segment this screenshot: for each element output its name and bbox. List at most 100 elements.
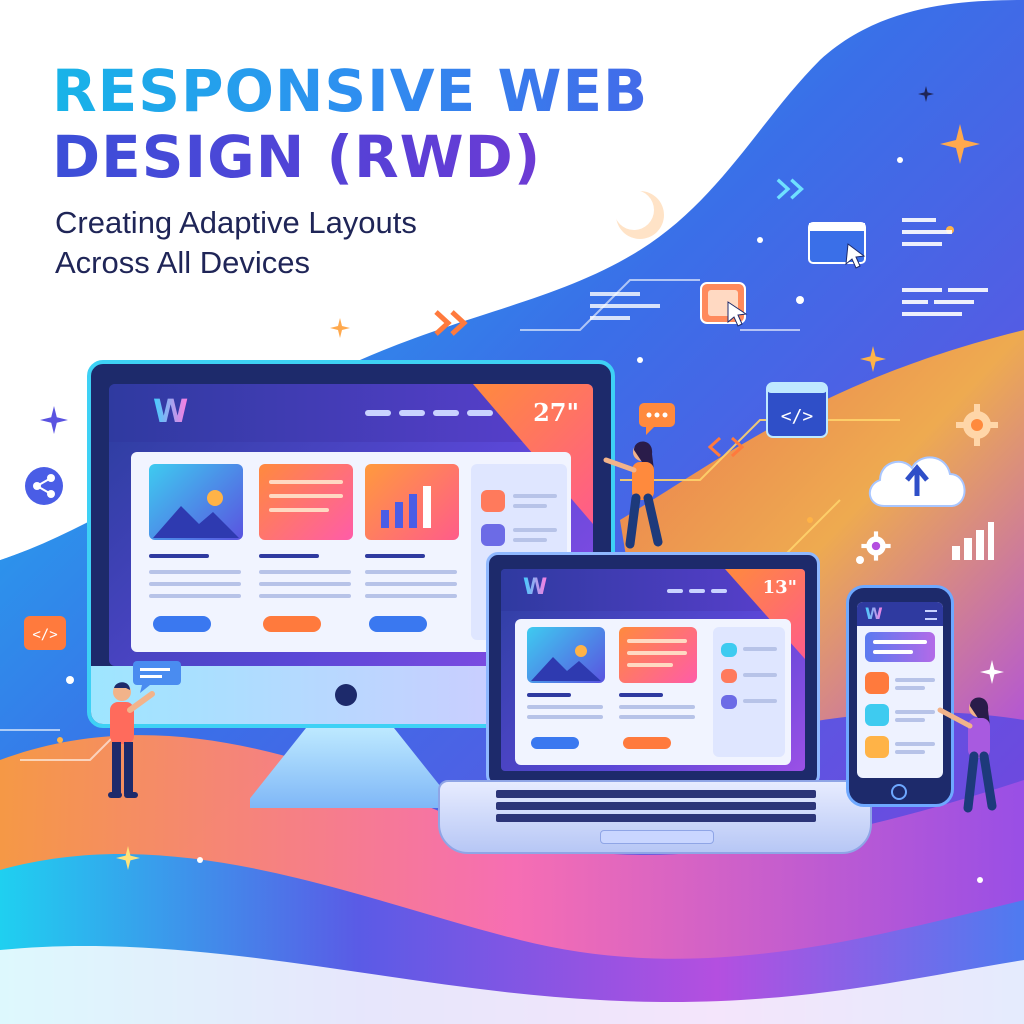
gear-icon [861, 531, 891, 561]
text-card [259, 464, 353, 540]
side-panel-line [513, 494, 557, 498]
svg-text:</>: </> [781, 406, 814, 427]
code-window-icon: </> [766, 382, 828, 438]
subtitle-line-1: Creating Adaptive Layouts [55, 205, 417, 240]
side-panel-line [743, 647, 777, 651]
card-body-line [149, 582, 241, 586]
card-title-line [527, 693, 571, 697]
chevrons-icon [776, 178, 804, 200]
card-body-line [365, 582, 457, 586]
nav-dash [467, 410, 493, 416]
trackpad [600, 830, 714, 844]
code-brackets-icon [708, 436, 744, 458]
sparkle-icon [860, 346, 886, 372]
side-panel-line [513, 538, 547, 542]
sparkle-icon [980, 660, 1004, 684]
sparkle-icon [330, 318, 350, 338]
image-icon [865, 736, 889, 758]
side-panel-item-icon [721, 643, 737, 657]
card-title-line [365, 554, 425, 558]
phone-header [857, 602, 943, 626]
phone-list-line [895, 742, 935, 746]
cursor-window-icon [808, 222, 866, 269]
title-block: RESPONSIVE WEB DESIGN (RWD) [52, 58, 752, 190]
phone-list-line [895, 678, 935, 682]
mountain-image-icon [153, 490, 239, 538]
person-on-monitor [603, 441, 663, 549]
side-panel-item-icon [721, 669, 737, 683]
side-panel-line [743, 699, 777, 703]
phone-home-button [891, 784, 907, 800]
bar-chart-icon [952, 522, 994, 560]
phone-list-line [895, 718, 925, 722]
image-icon [865, 704, 889, 726]
smartphone: W [846, 585, 954, 807]
gear-icon [956, 404, 998, 446]
side-panel-item-icon [481, 524, 505, 546]
card-body-line [365, 570, 457, 574]
laptop-screen: W 13" [501, 569, 805, 771]
card-title-line [619, 693, 663, 697]
click-icon [700, 282, 748, 327]
text-card-line [269, 480, 343, 484]
side-panel-line [513, 504, 547, 508]
card-button[interactable] [263, 616, 321, 632]
text-card-line [269, 494, 343, 498]
gear-icon [865, 672, 889, 694]
banner-line [873, 650, 913, 654]
person-next-to-phone [937, 697, 997, 813]
chat-bubble-icon [133, 661, 181, 693]
card-button[interactable] [153, 616, 211, 632]
phone-list-line [895, 686, 925, 690]
phone-screen: W [857, 602, 943, 778]
side-panel-line [743, 673, 777, 677]
title-line-2: DESIGN (RWD) [52, 124, 752, 190]
sparkle-icon [116, 846, 140, 870]
hamburger-menu-icon[interactable] [925, 610, 937, 620]
text-card-line [627, 663, 673, 667]
card-body-line [149, 570, 241, 574]
phone-logo: W [865, 604, 883, 623]
cloud-upload-icon [869, 456, 966, 507]
side-panel-item-icon [721, 695, 737, 709]
laptop-keyboard-base [438, 780, 872, 854]
code-lines-decoration [902, 218, 988, 316]
text-card-line [269, 508, 329, 512]
nav-dash [433, 410, 459, 416]
title-line-1: RESPONSIVE WEB [52, 58, 752, 124]
person-pointing-monitor [108, 682, 155, 798]
sparkle-icon [918, 86, 934, 102]
card-button[interactable] [531, 737, 579, 749]
subtitle: Creating Adaptive Layouts Across All Dev… [55, 203, 417, 283]
card-body-line [619, 705, 695, 709]
card-body-line [527, 715, 603, 719]
phone-list-line [895, 710, 935, 714]
monitor-power-button [335, 684, 357, 706]
side-panel-item-icon [481, 490, 505, 512]
phone-list-line [895, 750, 925, 754]
nav-dash [711, 589, 727, 593]
card-title-line [259, 554, 319, 558]
code-lines-decoration [590, 292, 660, 320]
monitor-logo: W [153, 392, 189, 430]
text-card-line [627, 651, 687, 655]
mountain-image-icon [531, 645, 601, 681]
keyboard [496, 790, 816, 822]
card-button[interactable] [369, 616, 427, 632]
banner-line [873, 640, 927, 644]
card-body-line [527, 705, 603, 709]
card-body-line [259, 570, 351, 574]
phone-banner [865, 632, 935, 662]
nav-dash [365, 410, 391, 416]
laptop: W 13" [486, 552, 820, 787]
sparkle-icon [940, 124, 980, 164]
svg-text:</>: </> [32, 627, 57, 643]
laptop-logo: W [523, 575, 548, 600]
share-icon[interactable] [24, 466, 64, 506]
card-button[interactable] [623, 737, 671, 749]
side-panel-line [513, 528, 557, 532]
card-title-line [149, 554, 209, 558]
card-body-line [619, 715, 695, 719]
text-card [619, 627, 697, 683]
card-body-line [365, 594, 457, 598]
